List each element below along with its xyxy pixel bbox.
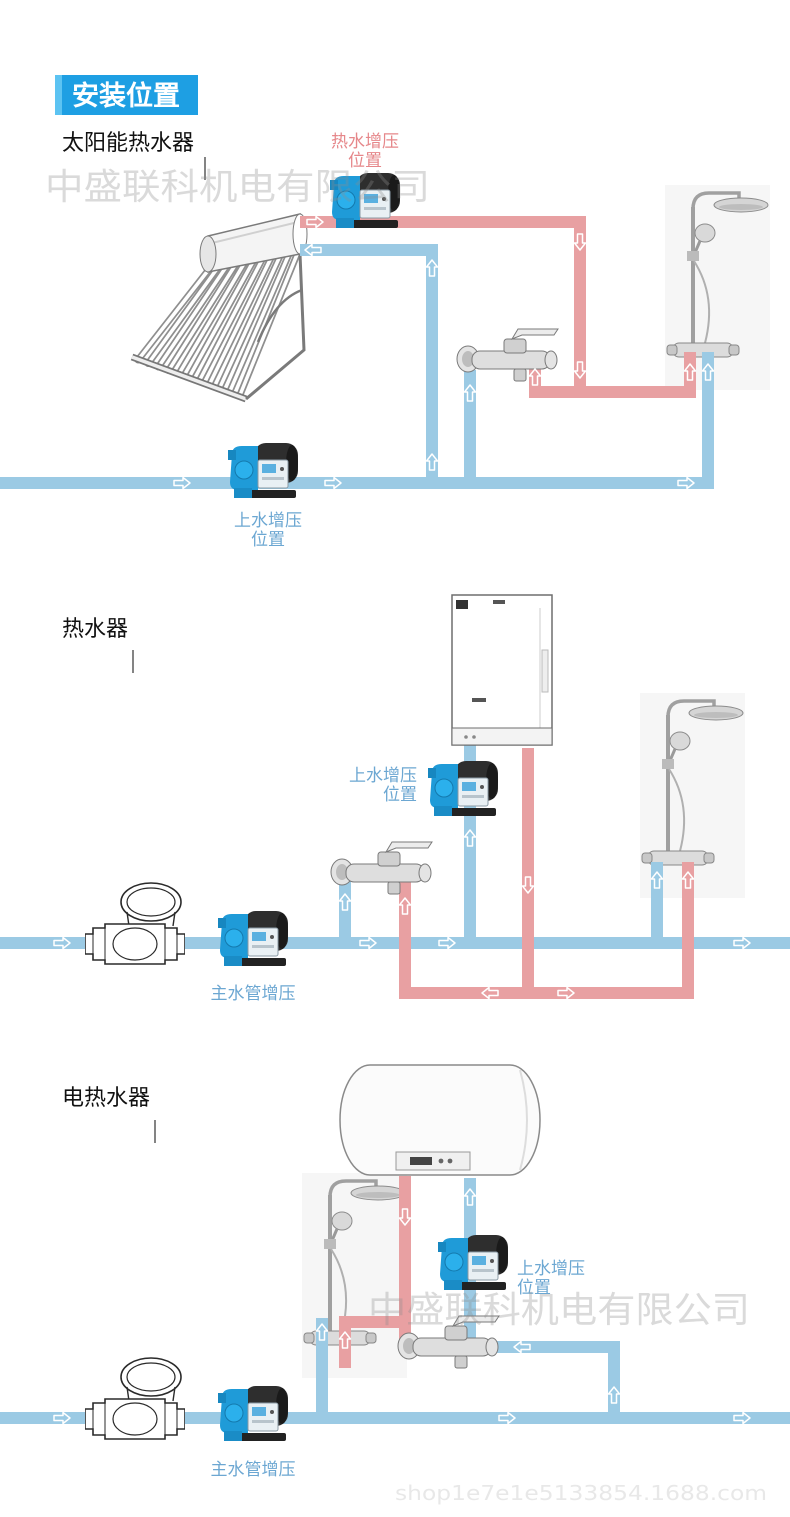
heater-side-panel — [541, 649, 549, 693]
heater-tank — [339, 1064, 541, 1176]
solar-inlet-boost-label: 上水增压 位置 — [234, 511, 302, 550]
hot-to-shower-pipe — [339, 1316, 405, 1368]
gas-main-boost-label: 主水管增压 — [211, 984, 296, 1004]
badge-label: 安装位置 — [72, 80, 180, 112]
gas-main-boost-pump — [218, 910, 289, 967]
solar-frame-brace — [256, 288, 303, 343]
solar-section-title: 太阳能热水器 — [62, 131, 194, 156]
gas-water-heater — [451, 594, 553, 746]
solar-shower — [665, 185, 770, 390]
shop-url-watermark: shop1e7e1e5133854.1688.com — [395, 1481, 767, 1505]
inlet-boost-label-line2: 位置 — [251, 530, 285, 550]
cold-main-pipe — [0, 352, 714, 489]
hot-distribution-pipe — [399, 862, 694, 999]
inlet-boost-label-line2: 位置 — [517, 1278, 551, 1298]
heater-logo — [472, 698, 486, 702]
inlet-boost-label-line1: 上水增压 — [349, 766, 417, 786]
company-watermark: 中盛联科机电有限公司 — [45, 167, 430, 208]
hot-boost-label-line2: 位置 — [348, 151, 382, 171]
heater-button — [447, 1158, 453, 1164]
solar-hot-boost-label: 热水增压 位置 — [331, 132, 399, 171]
collector-bottom-rail-face — [131, 355, 247, 401]
solar-water-heater — [130, 213, 308, 403]
gas-section-title: 热水器 — [62, 617, 128, 642]
collector-tubes-glass — [136, 250, 300, 397]
solar-frame — [245, 253, 306, 401]
badge-background — [55, 75, 198, 115]
gas-water-meter — [85, 882, 185, 965]
solar-tank-left-cap — [199, 235, 217, 273]
heater-top-mark — [493, 600, 505, 604]
electric-main-boost-pump — [218, 1385, 289, 1442]
solar-tank-highlight — [211, 221, 299, 244]
company-watermark: 中盛联科机电有限公司 — [368, 1290, 750, 1331]
inlet-boost-label-line2: 位置 — [383, 785, 417, 805]
heater-tank-end-shade — [519, 1069, 528, 1171]
heater-control-strip — [395, 1151, 471, 1171]
electric-section-title: 电热水器 — [62, 1086, 150, 1111]
heater-indicator — [472, 735, 476, 739]
heater-display — [410, 1157, 432, 1165]
electric-inlet-boost-label: 上水增压 位置 — [517, 1259, 585, 1298]
inlet-boost-label-line1: 上水增压 — [234, 511, 302, 531]
badge-highlight — [55, 75, 62, 115]
inlet-boost-label-line1: 上水增压 — [517, 1259, 585, 1279]
hot-distribution-pipe — [529, 352, 696, 398]
electric-water-heater — [339, 1064, 541, 1176]
solar-pipes — [0, 216, 714, 489]
gas-inlet-boost-pump — [428, 760, 499, 817]
heater-brand-mark — [456, 600, 468, 609]
cold-to-solar-pipe — [300, 244, 438, 483]
heater-button — [438, 1158, 444, 1164]
hot-boost-label-line1: 热水增压 — [331, 132, 399, 152]
gas-inlet-boost-label: 上水增压 位置 — [349, 766, 417, 805]
heater-indicator — [464, 735, 468, 739]
solar-inlet-boost-pump — [228, 442, 299, 499]
electric-water-meter — [85, 1357, 185, 1440]
heater-bottom-panel — [451, 727, 553, 746]
heater-casing — [451, 594, 553, 746]
section-badge: 安装位置 — [55, 75, 198, 115]
electric-main-boost-label: 主水管增压 — [211, 1460, 296, 1480]
